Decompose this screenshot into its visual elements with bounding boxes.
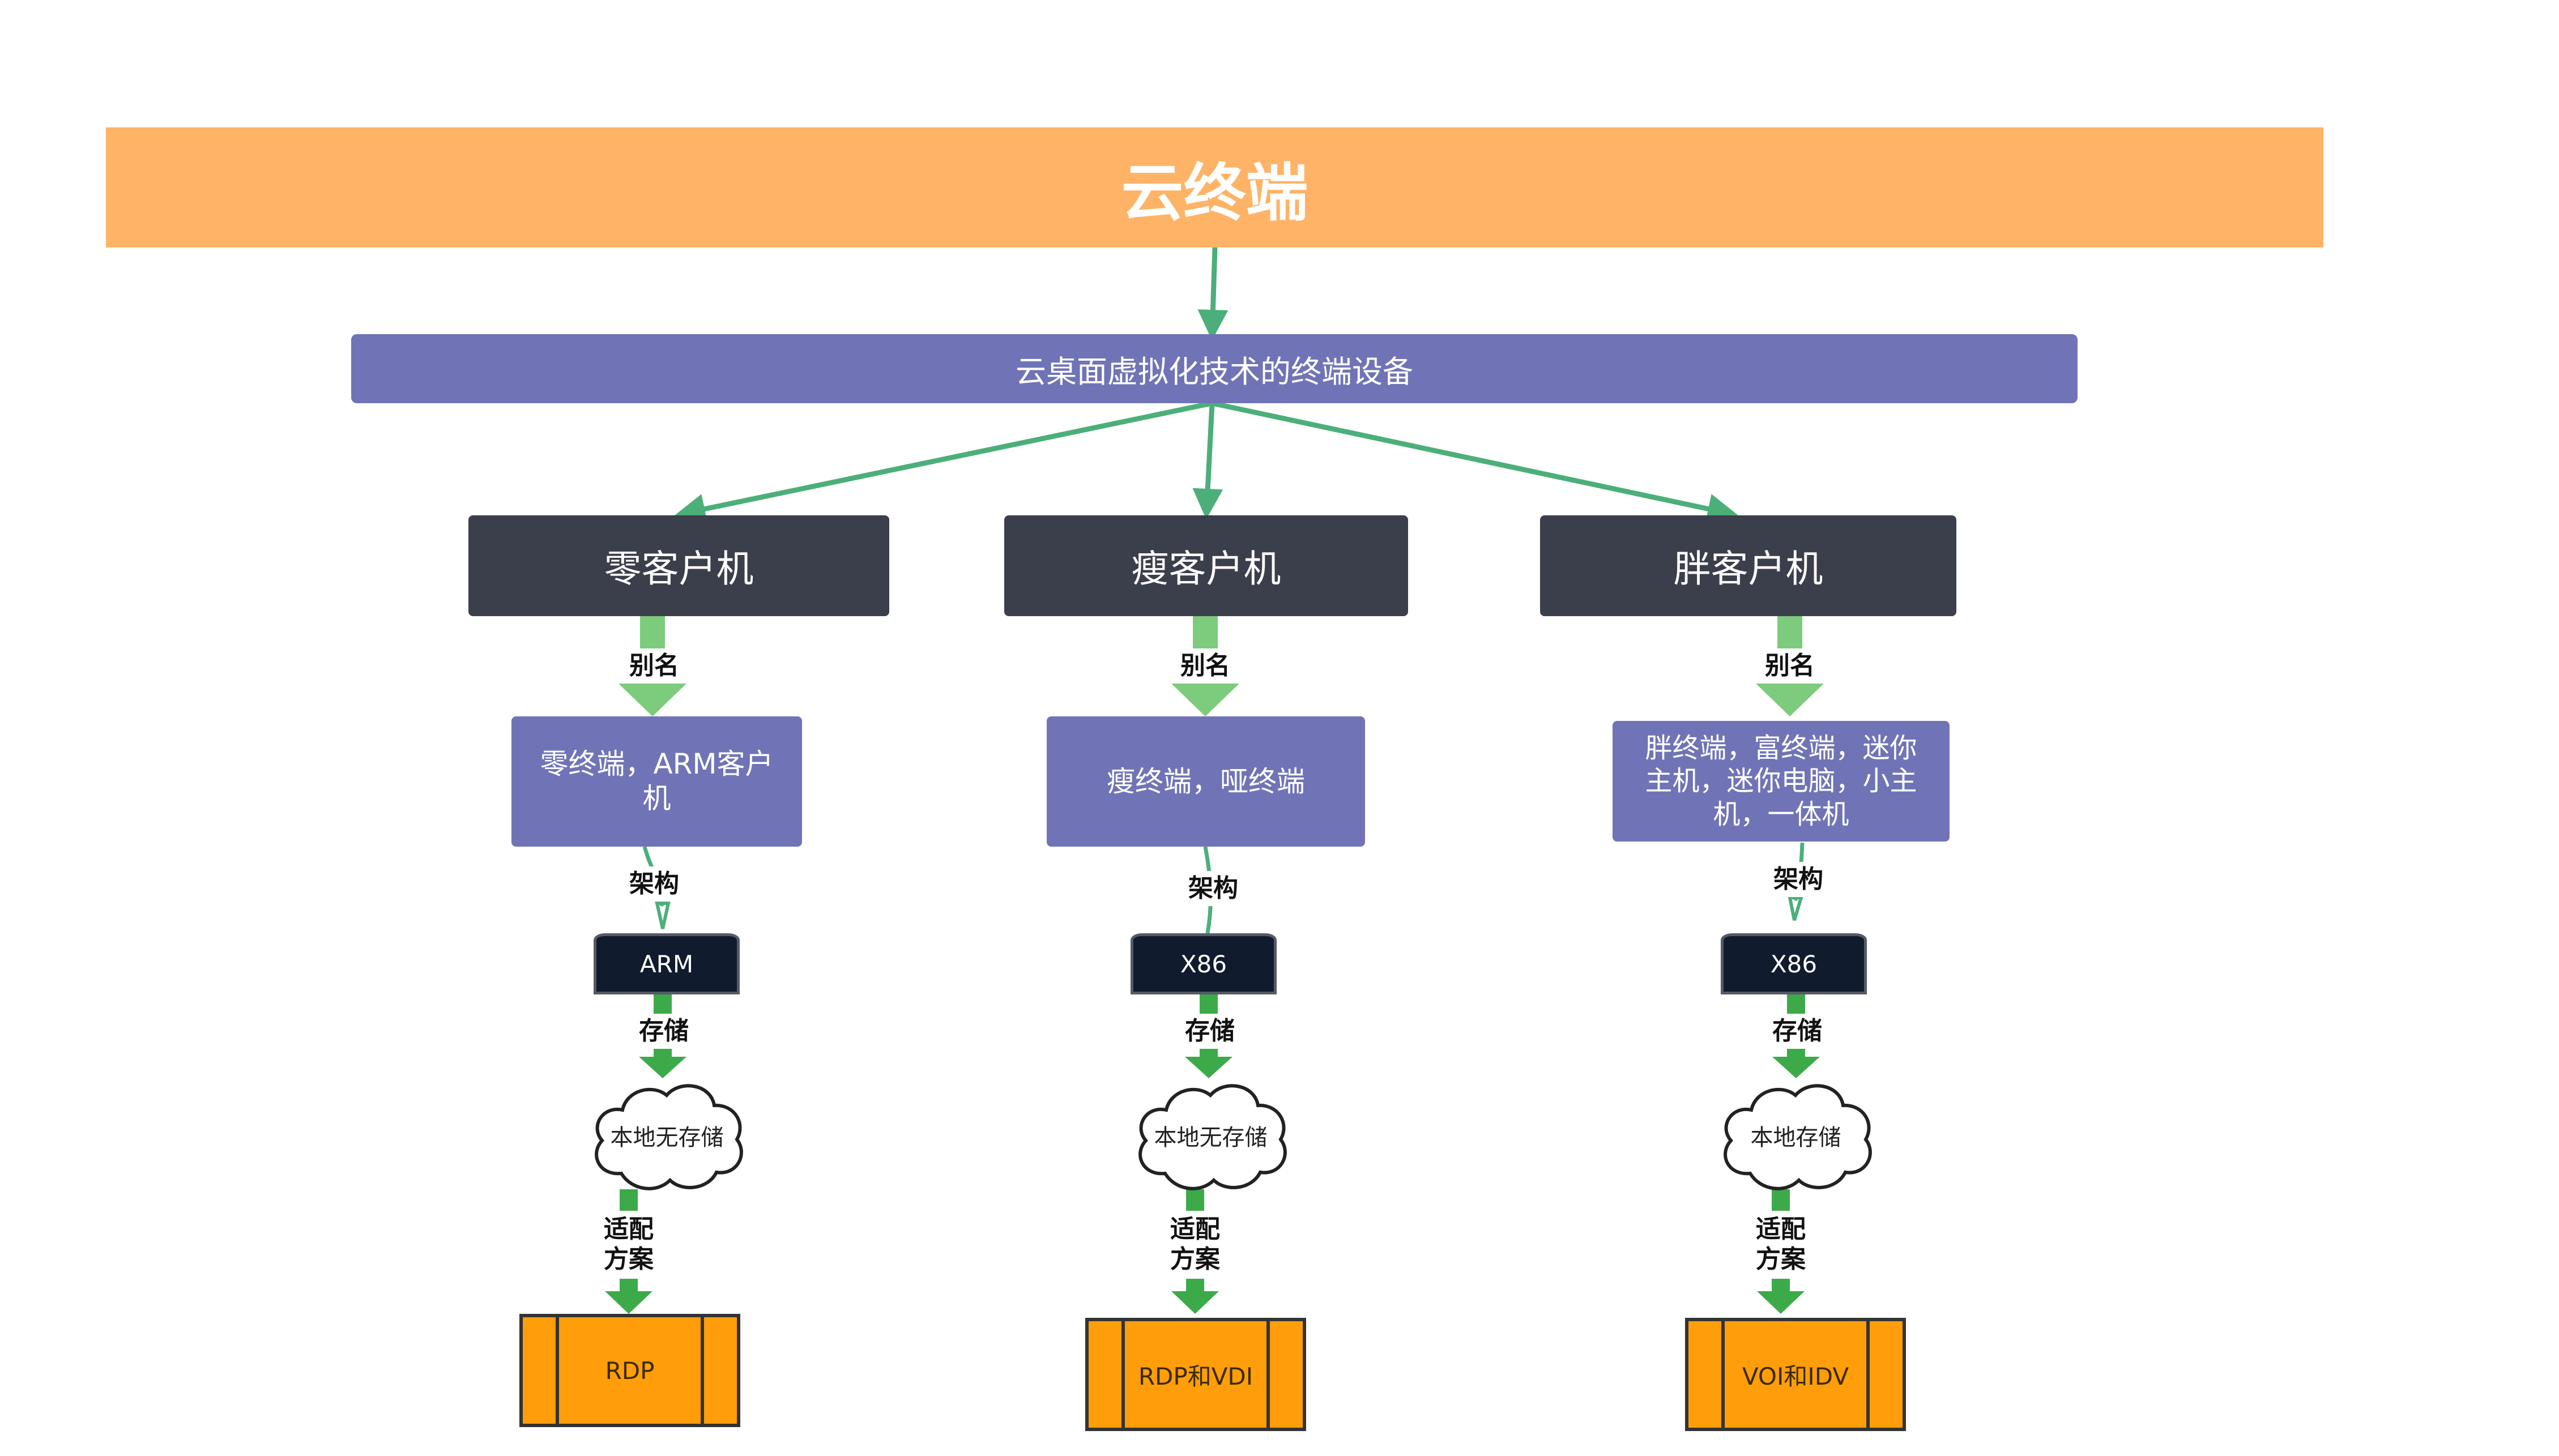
type-box-thin-client: 瘦客户机: [1004, 515, 1408, 616]
edge-label-architecture-2: 架构: [1179, 871, 1247, 906]
edge-subtitle-to-thin-client: [1192, 403, 1223, 519]
solution-box-3: VOI和IDV: [1685, 1318, 1906, 1431]
process-bar-left: [1121, 1321, 1125, 1428]
type-label: 瘦客户机: [1131, 547, 1281, 591]
edge-label-architecture-3: 架构: [1764, 862, 1832, 897]
edge-label-storage-1: 存储: [630, 1014, 698, 1049]
process-bar-right: [701, 1317, 704, 1424]
process-bar-left: [556, 1317, 559, 1424]
alias-text: 瘦终端，哑终端: [1107, 765, 1305, 798]
edge-label-text: 适配 方案: [1756, 1215, 1806, 1274]
edge-label-text: 架构: [1773, 864, 1823, 894]
edge-label-solution-3: 适配 方案: [1746, 1211, 1816, 1279]
edge-label-solution-1: 适配 方案: [594, 1211, 664, 1279]
alias-box-zero-client: 零终端，ARM客户机: [511, 716, 802, 847]
alias-text: 胖终端，富终端，迷你主机，迷你电脑，小主机，一体机: [1645, 732, 1917, 830]
arch-box-3: X86: [1721, 933, 1867, 994]
cloud-icon: [595, 1084, 743, 1190]
storage-cloud-1: 本地无存储: [586, 1076, 748, 1195]
edge-label-text: 别名: [1765, 651, 1815, 680]
edge-subtitle-to-fat-client: [1212, 400, 1738, 524]
type-label: 零客户机: [604, 547, 754, 591]
type-box-zero-client: 零客户机: [468, 515, 889, 616]
cloud-label: 本地无存储: [1154, 1125, 1268, 1151]
edge-label-solution-2: 适配 方案: [1160, 1211, 1230, 1279]
edge-label-alias-1: 别名: [620, 648, 688, 684]
edge-label-text: 存储: [639, 1016, 689, 1045]
alias-box-thin-client: 瘦终端，哑终端: [1047, 716, 1365, 847]
edge-title-to-subtitle: [1197, 247, 1229, 340]
title-text: 云终端: [1121, 157, 1308, 229]
edge-subtitle-to-zero-client: [675, 400, 1213, 524]
subtitle-bar: 云桌面虚拟化技术的终端设备: [351, 334, 2078, 403]
edge-label-text: 存储: [1772, 1016, 1822, 1045]
solution-text: RDP和VDI: [1138, 1362, 1253, 1390]
edge-label-text: 适配 方案: [604, 1215, 654, 1274]
edge-label-text: 别名: [629, 651, 679, 680]
cloud-icon: [1724, 1084, 1872, 1190]
title-bar: 云终端: [106, 127, 2323, 247]
process-bar-right: [1866, 1321, 1870, 1428]
edge-label-alias-3: 别名: [1756, 648, 1824, 684]
storage-cloud-2: 本地无存储: [1130, 1076, 1291, 1195]
process-bar-left: [1721, 1321, 1725, 1428]
edge-label-architecture-1: 架构: [620, 866, 688, 902]
type-label: 胖客户机: [1673, 547, 1823, 591]
edge-label-alias-2: 别名: [1171, 648, 1239, 684]
process-bar-right: [1266, 1321, 1270, 1428]
cloud-label: 本地无存储: [610, 1125, 724, 1151]
edge-label-storage-2: 存储: [1176, 1014, 1244, 1049]
storage-cloud-3: 本地存储: [1715, 1076, 1876, 1195]
solution-box-2: RDP和VDI: [1085, 1318, 1306, 1431]
edge-label-storage-3: 存储: [1763, 1014, 1831, 1049]
arch-text: X86: [1180, 950, 1227, 978]
arch-text: ARM: [639, 950, 694, 978]
solution-box-1: RDP: [519, 1314, 740, 1427]
arch-text: X86: [1770, 950, 1818, 978]
arch-box-2: X86: [1131, 933, 1277, 994]
solution-text: VOI和IDV: [1742, 1362, 1849, 1390]
arch-box-1: ARM: [594, 933, 740, 994]
cloud-label: 本地存储: [1750, 1125, 1841, 1151]
edge-label-text: 架构: [1188, 873, 1238, 903]
alias-text: 零终端，ARM客户机: [540, 748, 774, 815]
solution-text: RDP: [605, 1356, 655, 1385]
subtitle-text: 云桌面虚拟化技术的终端设备: [1016, 353, 1413, 390]
edge-label-text: 存储: [1185, 1016, 1235, 1045]
edge-label-text: 别名: [1180, 651, 1230, 680]
cloud-icon: [1138, 1084, 1287, 1190]
alias-box-fat-client: 胖终端，富终端，迷你主机，迷你电脑，小主机，一体机: [1613, 721, 1950, 842]
edge-label-text: 适配 方案: [1170, 1215, 1220, 1274]
type-box-fat-client: 胖客户机: [1540, 515, 1956, 616]
edge-label-text: 架构: [629, 869, 679, 898]
